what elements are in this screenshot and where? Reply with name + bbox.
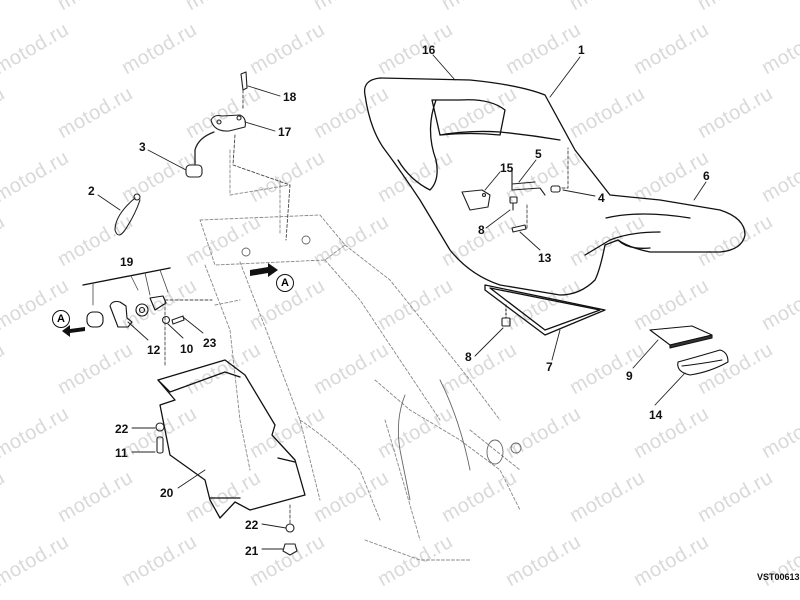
callout-15: 15 [500,161,514,175]
callout-9: 9 [626,369,633,383]
reference-marker-a-right: A [276,274,294,292]
callout-2: 2 [88,184,95,198]
callout-8-top: 8 [478,223,485,237]
lock-bracket-19-line [82,267,171,286]
cable-loop-2 [114,193,141,236]
pad-9 [649,325,713,349]
callout-19: 19 [120,255,134,269]
drawing-code: VST00613 [757,572,800,582]
callout-23: 23 [203,336,217,350]
washer-22-top [155,422,165,432]
reference-marker-a-left: A [52,310,70,328]
screw-8-bottom [501,304,511,327]
lock-plate [149,295,167,311]
seat-frame-7 [484,284,606,336]
frame-detail [241,235,522,501]
callout-1: 1 [578,43,585,57]
seat-body [363,77,746,296]
callout-13: 13 [538,251,552,265]
latch-bracket-5 [511,167,546,196]
callout-10: 10 [180,342,194,356]
screw-18 [240,71,248,91]
callout-12: 12 [147,343,161,357]
lock-body-12 [109,300,133,328]
nut-21 [282,543,298,556]
callout-18: 18 [283,90,297,104]
arrow-icon-right [250,263,278,277]
screw-8-top [509,196,518,211]
callout-8-bottom: 8 [465,350,472,364]
callout-4: 4 [598,191,605,205]
lock-ring [135,303,149,317]
undertray-20 [157,359,306,519]
screw-13 [511,224,527,233]
bracket-15 [461,189,491,211]
bolt-11 [156,436,164,454]
callout-7: 7 [546,360,553,374]
cable-3 [185,131,215,178]
callout-22-bottom: 22 [245,518,259,532]
frame-outline [199,149,521,561]
cable-holder-17 [210,114,246,132]
bolt-23 [171,315,185,325]
washer-22-bottom [285,523,295,533]
callout-14: 14 [649,408,663,422]
callout-6: 6 [703,169,710,183]
arrow-icon-left [62,325,85,337]
spacer-4 [550,185,561,193]
washer-10 [161,315,171,325]
leader-lines [97,54,707,550]
callout-17: 17 [278,125,292,139]
sponge-pad-14 [677,349,729,376]
callout-21: 21 [245,544,259,558]
callout-22-top: 22 [115,422,129,436]
lock-cylinder [86,311,104,328]
callout-20: 20 [160,486,174,500]
callout-16: 16 [422,43,436,57]
callout-11: 11 [115,446,128,460]
callout-3: 3 [139,140,146,154]
callout-5: 5 [535,147,542,161]
